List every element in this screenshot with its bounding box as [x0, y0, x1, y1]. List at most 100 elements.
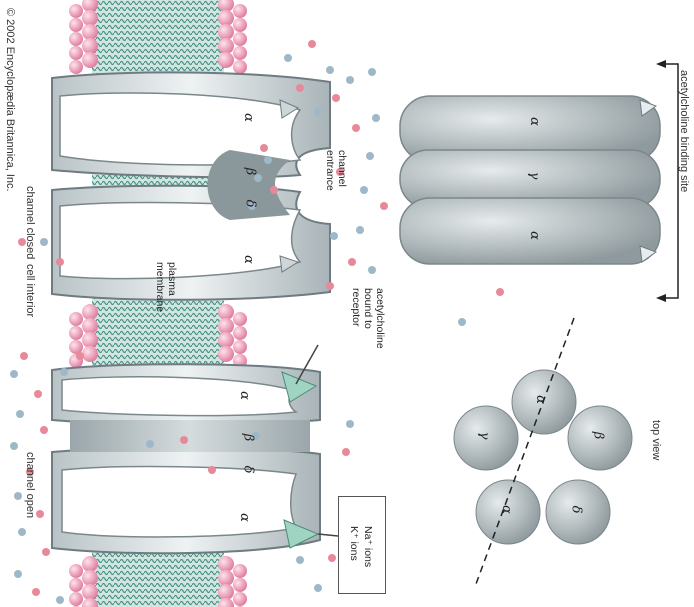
ion — [260, 144, 268, 152]
receptor-side-view — [400, 60, 678, 302]
ion — [18, 528, 26, 536]
lipid-head — [233, 18, 247, 32]
subunit-alpha-open-top: α — [237, 391, 252, 400]
subunit-alpha-closed-bottom: α — [241, 255, 256, 264]
lipid-head — [69, 592, 83, 606]
lipid-head — [218, 584, 234, 600]
ion — [372, 114, 380, 122]
ion — [10, 370, 18, 378]
lipid-head — [233, 60, 247, 74]
subunit-delta-closed: δ — [242, 200, 257, 208]
subunit-gamma-top: γ — [476, 432, 491, 440]
lipid-head — [82, 10, 98, 26]
lipid-head — [233, 326, 247, 340]
ion — [346, 76, 354, 84]
top-view-label: top view — [649, 420, 662, 460]
ion — [356, 226, 364, 234]
ion — [32, 588, 40, 596]
lipid-head — [69, 578, 83, 592]
subunit-alpha-top-2: α — [499, 505, 514, 514]
lipid-head — [82, 24, 98, 40]
ion — [180, 436, 188, 444]
copyright: © 2002 Encyclopædia Britannica, Inc. — [3, 8, 16, 192]
lipid-head — [82, 304, 98, 320]
lipid-head — [218, 556, 234, 572]
subunit-alpha-side-bottom: α — [527, 231, 542, 240]
lipid-head — [233, 312, 247, 326]
lipid-head — [69, 46, 83, 60]
ion — [296, 84, 304, 92]
ion — [296, 556, 304, 564]
ion — [56, 596, 64, 604]
ion — [42, 548, 50, 556]
binding-site-label: acetylcholine binding site — [677, 70, 690, 192]
channel-entrance-label: channel entrance — [324, 150, 348, 210]
ion — [326, 282, 334, 290]
ion — [330, 232, 338, 240]
subunit-beta-closed: β — [242, 168, 257, 176]
channel-closed-label: channel closed — [23, 186, 36, 259]
lipid-head — [218, 570, 234, 586]
ion — [56, 258, 64, 266]
ion — [40, 426, 48, 434]
lipid-head — [69, 32, 83, 46]
ion — [20, 352, 28, 360]
lipid-head — [82, 38, 98, 54]
ion — [208, 466, 216, 474]
ion — [314, 108, 322, 116]
subunit-alpha-closed-top: α — [241, 113, 256, 122]
lipid-head — [233, 340, 247, 354]
lipid-head — [218, 38, 234, 54]
lipid-head — [69, 18, 83, 32]
cell-interior-label: cell interior — [23, 264, 36, 317]
ion — [328, 554, 336, 562]
lipid-head — [233, 46, 247, 60]
lipid-head — [82, 556, 98, 572]
subunit-beta-top: β — [590, 432, 605, 440]
ion — [146, 440, 154, 448]
lipid-head — [218, 346, 234, 362]
lipid-head — [233, 592, 247, 606]
lipid-head — [69, 340, 83, 354]
ion — [326, 66, 334, 74]
lipid-head — [69, 60, 83, 74]
lipid-head — [218, 318, 234, 334]
ion — [348, 258, 356, 266]
lipid-head — [82, 332, 98, 348]
lipid-head — [82, 570, 98, 586]
lipid-head — [69, 564, 83, 578]
receptor-top-view — [454, 318, 632, 584]
ion — [284, 54, 292, 62]
subunit-alpha-side-top: α — [527, 117, 542, 126]
ion — [270, 186, 278, 194]
ion — [14, 492, 22, 500]
ion — [346, 420, 354, 428]
open-channel — [52, 345, 338, 553]
ion — [368, 266, 376, 274]
ion — [352, 124, 360, 132]
ion — [34, 390, 42, 398]
ion — [496, 288, 504, 296]
ion — [16, 410, 24, 418]
lipid-head — [82, 346, 98, 362]
subunit-delta-open: δ — [240, 466, 255, 474]
ion — [36, 510, 44, 518]
lipid-head — [82, 318, 98, 334]
ion — [264, 156, 272, 164]
ion — [332, 94, 340, 102]
ion — [368, 68, 376, 76]
subunit-gamma-side: γ — [526, 172, 541, 180]
ion — [366, 152, 374, 160]
lipid-head — [218, 304, 234, 320]
lipid-head — [218, 52, 234, 68]
plasma-membrane-label: plasma membrane — [154, 262, 178, 322]
lipid-head — [233, 578, 247, 592]
legend-k: K⁺ ions — [348, 526, 360, 561]
subunit-alpha-top-1: α — [533, 395, 548, 404]
lipid-head — [69, 326, 83, 340]
ion — [76, 352, 84, 360]
lipid-head — [233, 4, 247, 18]
subunit-alpha-open-bottom: α — [237, 513, 252, 522]
ach-bound-label: acetylcholine bound to receptor — [350, 288, 386, 346]
lipid-head — [69, 4, 83, 18]
